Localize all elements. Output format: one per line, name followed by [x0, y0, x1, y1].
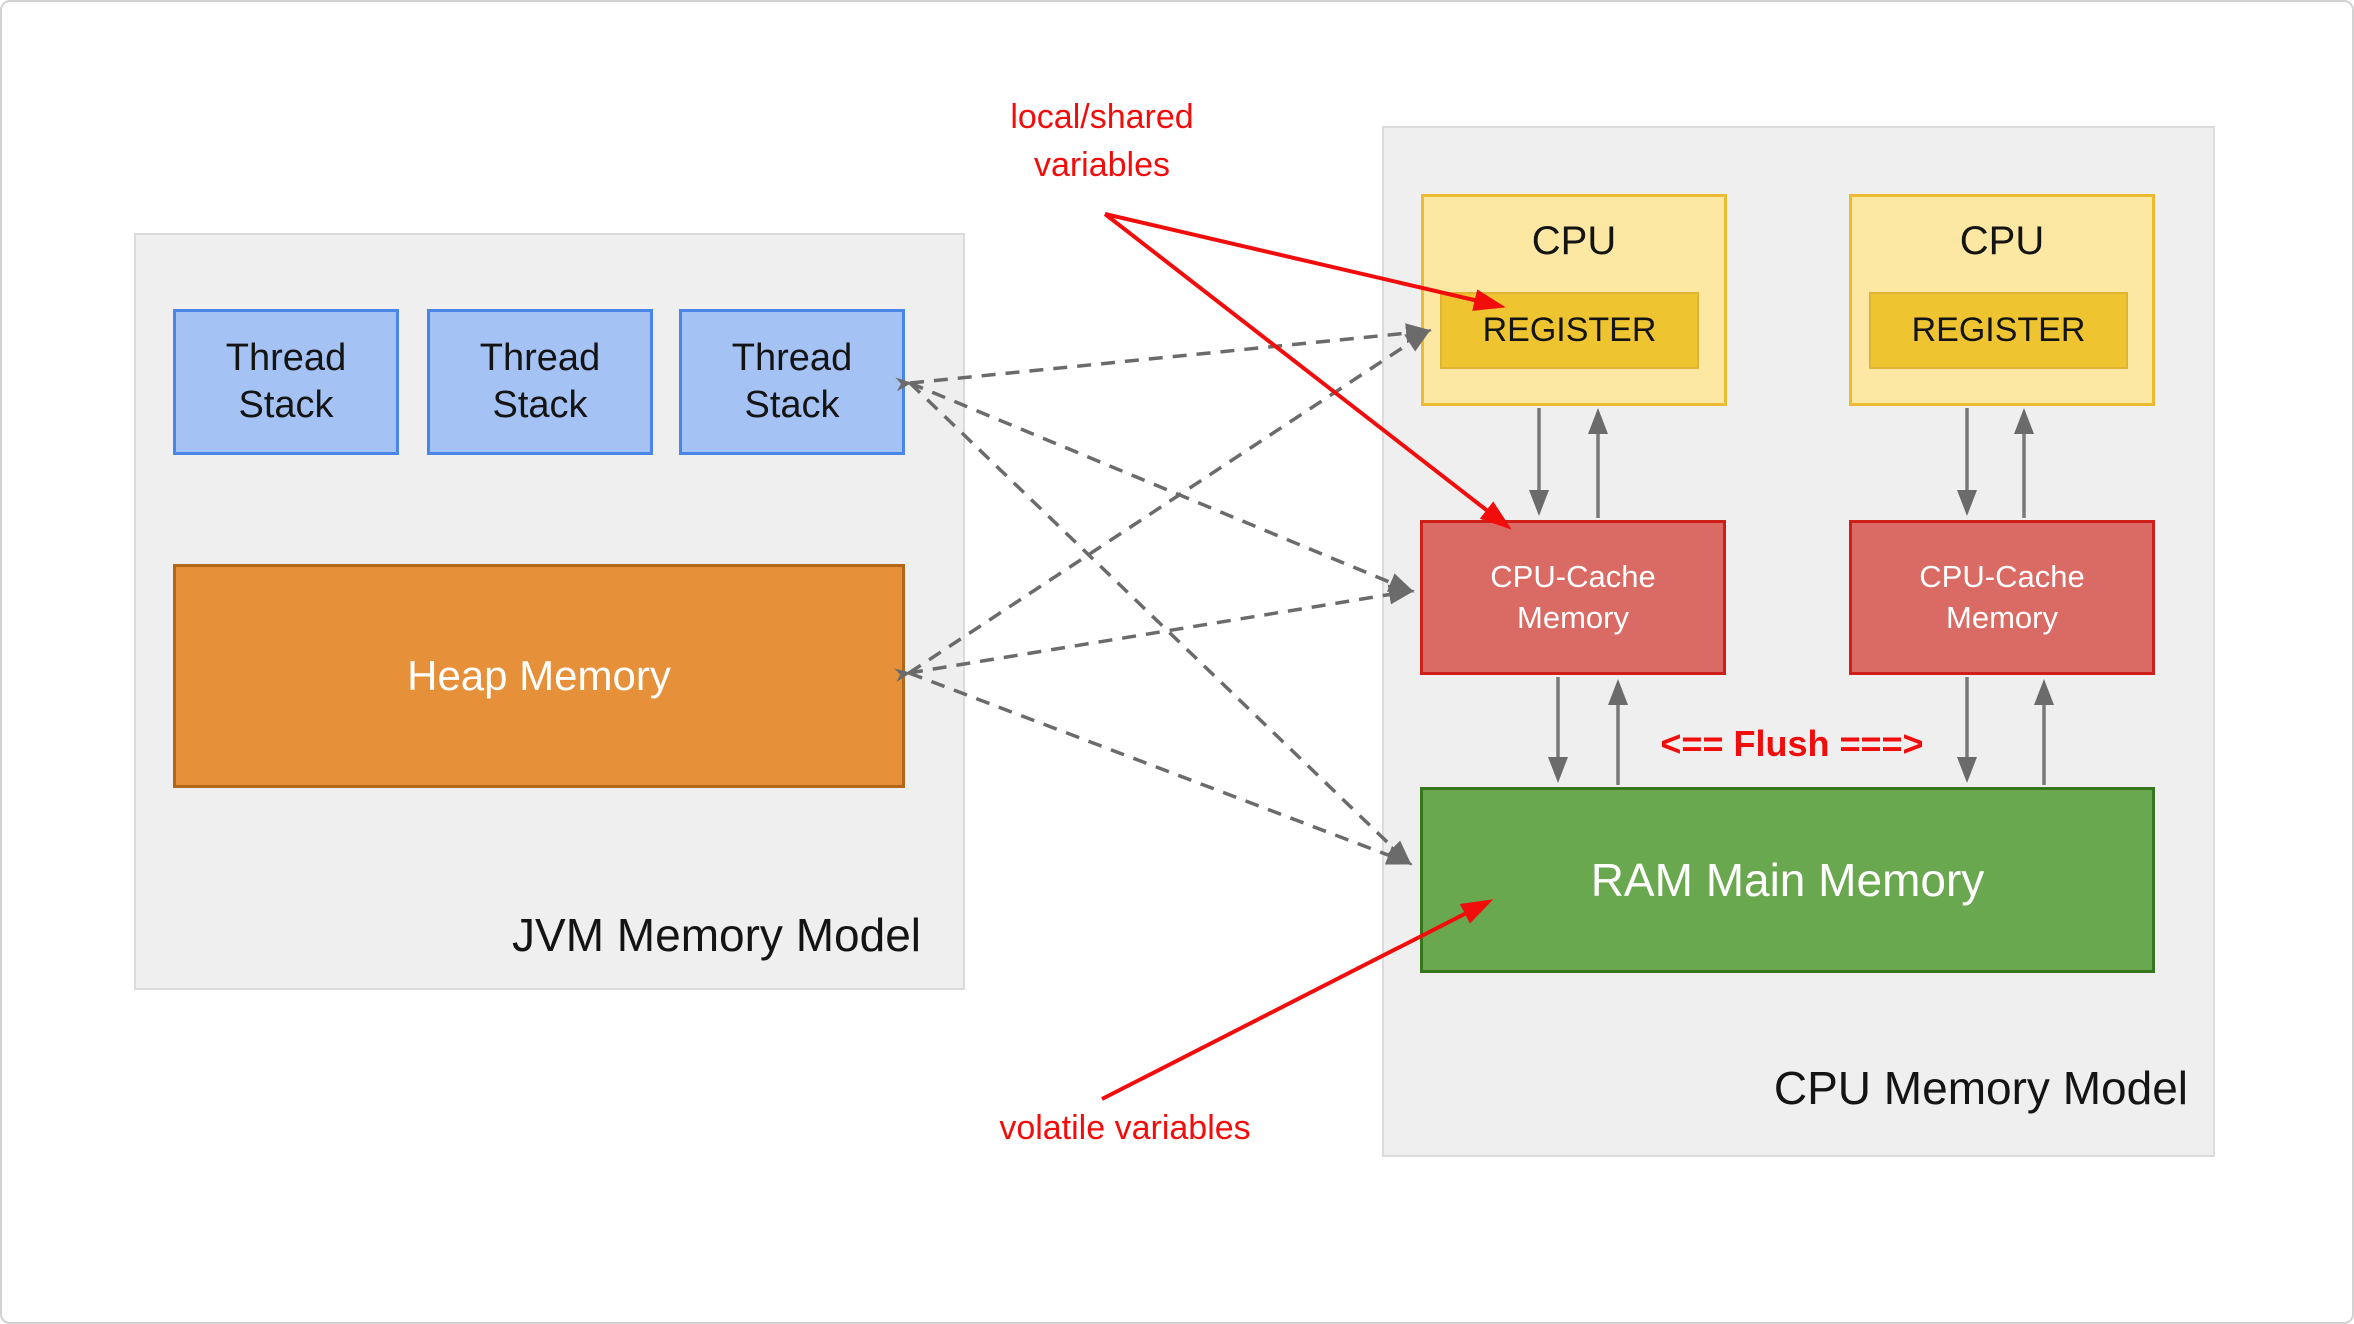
- flush-annotation: <== Flush ===>: [1660, 723, 1924, 764]
- thread-stack-box-3: Thread Stack: [679, 309, 905, 455]
- cpu-cache-box-1: CPU-Cache Memory: [1420, 520, 1726, 675]
- heap-memory-box: Heap Memory: [173, 564, 905, 788]
- dashed-connector-heap-ram: [908, 671, 1413, 865]
- register-box-2: REGISTER: [1869, 292, 2128, 369]
- cpu-cache-label: CPU-Cache Memory: [1490, 558, 1656, 635]
- thread-stack-label: Thread Stack: [731, 336, 853, 427]
- cpu-label: CPU: [1531, 219, 1617, 263]
- ram-main-memory-box: RAM Main Memory: [1420, 787, 2155, 973]
- dashed-connector-stack-cache: [909, 381, 1415, 593]
- heap-memory-label: Heap Memory: [407, 652, 671, 699]
- cpu-label: CPU: [1959, 219, 2045, 263]
- register-label: REGISTER: [1482, 311, 1657, 349]
- thread-stack-box-2: Thread Stack: [427, 309, 653, 455]
- cpu-cache-label: CPU-Cache Memory: [1919, 558, 2085, 635]
- dashed-connector-stack-register: [895, 323, 1432, 392]
- volatile-variables-annotation: volatile variables: [999, 1109, 1251, 1147]
- register-box-1: REGISTER: [1440, 292, 1699, 369]
- ram-main-memory-label: RAM Main Memory: [1590, 854, 1985, 906]
- thread-stack-box-1: Thread Stack: [173, 309, 399, 455]
- cpu-cache-box-2: CPU-Cache Memory: [1849, 520, 2155, 675]
- register-label: REGISTER: [1911, 311, 2086, 349]
- thread-stack-label: Thread Stack: [479, 336, 601, 427]
- dashed-connector-heap-cache: [894, 584, 1415, 683]
- dashed-connector-heap-register: [908, 328, 1432, 675]
- cpu-model-title: CPU Memory Model: [1773, 1062, 2188, 1114]
- thread-stack-label: Thread Stack: [225, 336, 347, 427]
- jvm-model-title: JVM Memory Model: [512, 909, 921, 961]
- dashed-connector-stack-ram: [908, 381, 1412, 866]
- local-shared-variables-annotation: local/shared variables: [1010, 98, 1194, 184]
